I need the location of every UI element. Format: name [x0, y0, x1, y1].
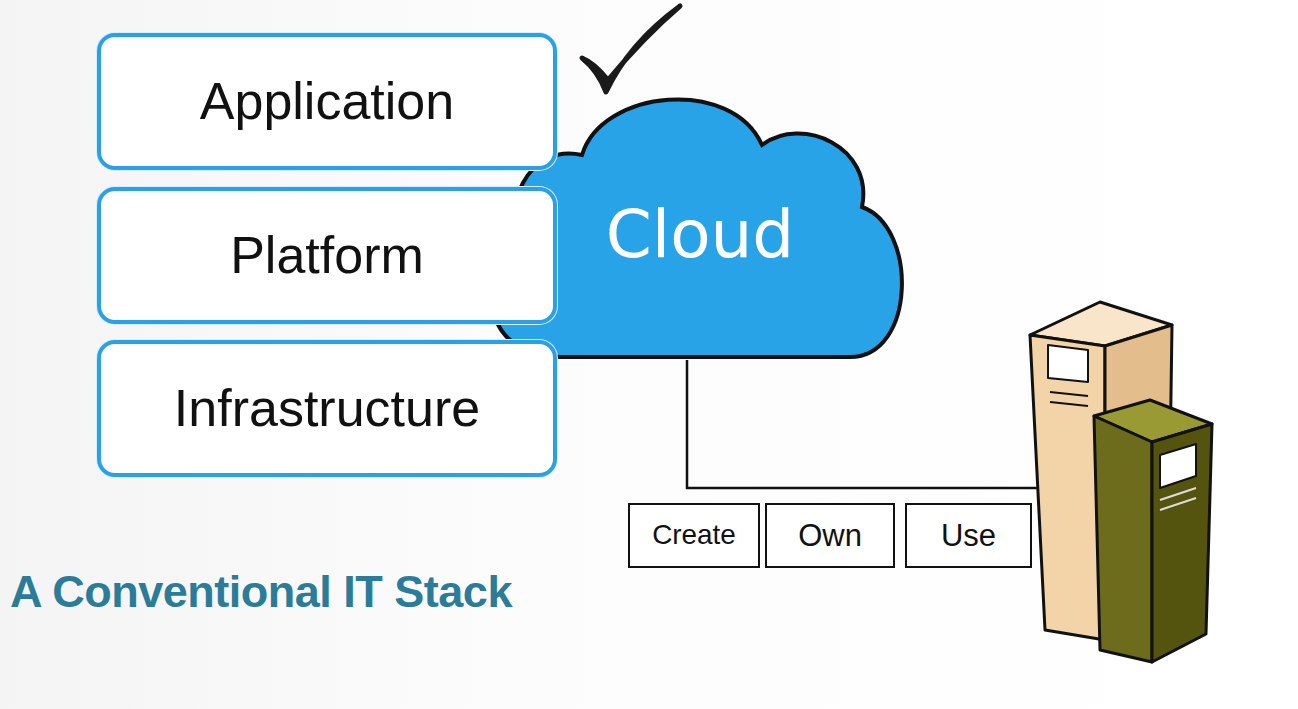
node-label: Use	[941, 518, 996, 554]
node-label: Application	[200, 72, 454, 132]
node-label: Own	[798, 518, 862, 554]
check-mark	[582, 6, 680, 92]
node-label: Infrastructure	[174, 379, 480, 439]
link-line	[687, 360, 1042, 488]
stack-layer-box: Platform	[97, 187, 557, 324]
diagram-title: A Conventional IT Stack	[10, 566, 512, 618]
action-box: Use	[905, 503, 1032, 568]
server-buildings	[1030, 302, 1212, 662]
node-label: Platform	[230, 226, 424, 286]
stack-layer-box: Application	[97, 33, 557, 170]
action-box: Own	[765, 503, 895, 568]
node-label: Cloud	[606, 197, 795, 273]
node-label: Create	[652, 519, 736, 551]
stack-layer-box: Infrastructure	[97, 340, 557, 477]
cloud-path	[493, 99, 902, 357]
action-box: Create	[628, 503, 760, 568]
